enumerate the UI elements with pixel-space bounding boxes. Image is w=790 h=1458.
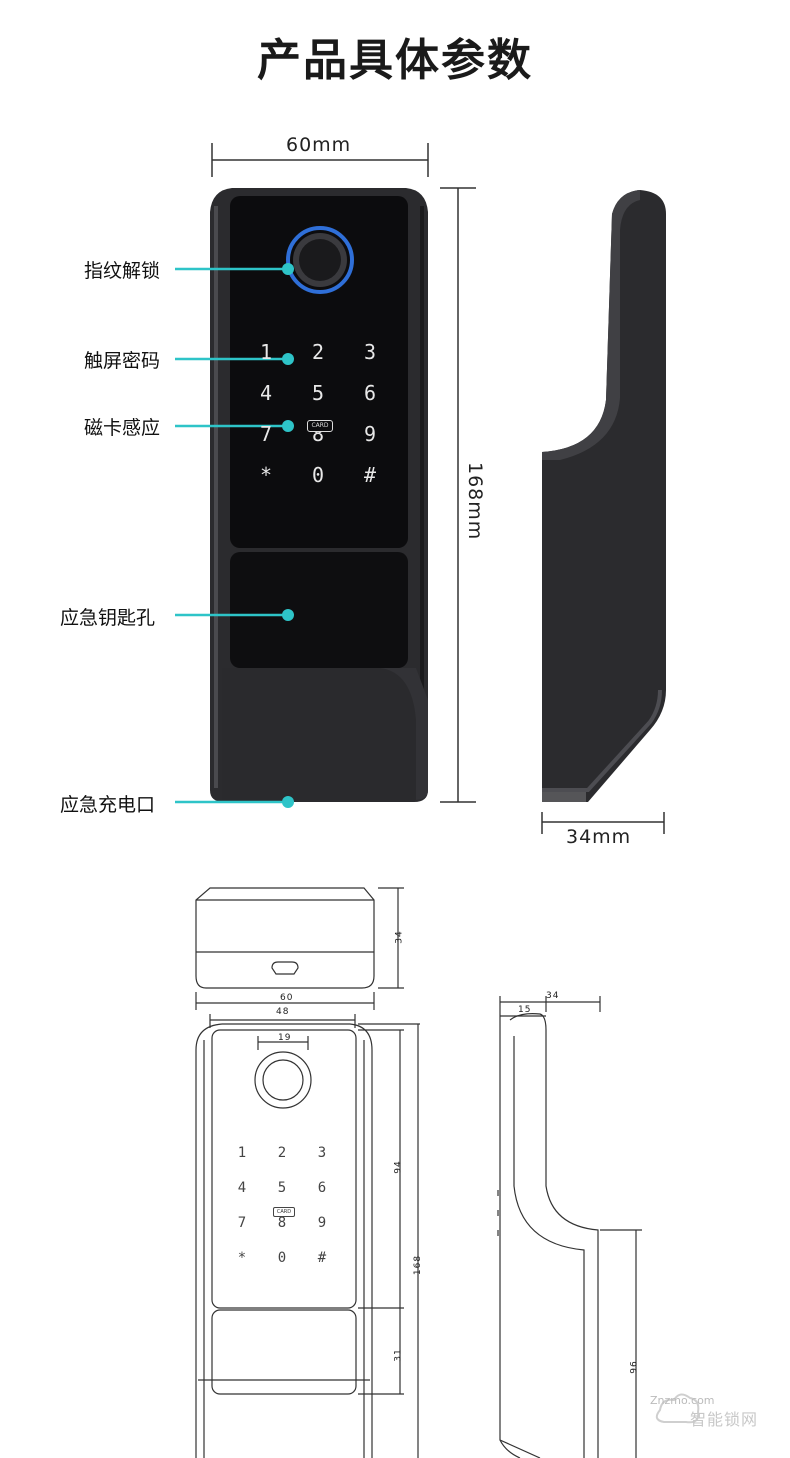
callout-dot-key [282,609,294,621]
lock-front-view [210,188,428,802]
watermark-logo [655,1393,700,1424]
callout-card: 磁卡感应 [84,417,161,439]
keypad-key: 5 [311,381,325,405]
keypad-key: 3 [363,340,377,364]
callout-lines [175,267,288,804]
height-dimension [440,187,476,803]
keypad-key: # [363,463,377,487]
lock-key-panel [230,552,408,668]
keypad-key: 8 [277,1215,287,1231]
fingerprint-ring [286,226,354,294]
keypad-key: 0 [277,1250,287,1266]
drawing-side-view [497,996,642,1458]
callout-dots [282,263,294,808]
keypad-key: 9 [363,422,377,446]
callout-dot-touch [282,353,294,365]
drawing-top-view [195,887,404,1010]
keypad-key: 0 [311,463,325,487]
watermark-small: Znzmo.com [650,1394,715,1407]
keypad-key: 5 [277,1180,287,1196]
dim-face-width: 48 [276,1007,290,1017]
keypad-key: 1 [237,1145,247,1161]
keypad-key: 6 [363,381,377,405]
callout-key: 应急钥匙孔 [60,607,156,629]
keypad-key: * [237,1250,247,1266]
callout-fingerprint: 指纹解锁 [84,260,161,282]
keypad-key: 7 [259,422,273,446]
dim-key-height: 31 [393,1348,404,1362]
dim-depth: 34mm [566,826,632,848]
keypad-key: 2 [311,340,325,364]
keypad-key: 6 [317,1180,327,1196]
dim-top-width: 60 [280,993,294,1003]
card-badge: CARD [307,420,333,432]
width-dimension [211,143,429,177]
callout-dot-card [282,420,294,432]
lock-top-panel [230,196,408,548]
keypad-key: # [317,1250,327,1266]
keypad-key: 9 [317,1215,327,1231]
side-body [542,190,666,802]
dim-height: 168mm [464,462,486,541]
card-badge-drawing: CARD [273,1207,295,1217]
drawing-front-view [195,1014,420,1458]
keypad-key: 2 [277,1145,287,1161]
callout-dot-fingerprint [282,263,294,275]
dim-width: 60mm [286,134,352,156]
keypad-key: 3 [317,1145,327,1161]
dim-side-lower: 96 [629,1360,640,1374]
callout-dot-charge [282,796,294,808]
dim-finger: 19 [278,1033,292,1043]
watermark-large: 智能锁网 [690,1410,759,1429]
keypad-key: 7 [237,1215,247,1231]
keypad-key: 4 [259,381,273,405]
depth-dimension [541,812,665,834]
keypad-key: 4 [237,1180,247,1196]
dim-total-height: 168 [413,1254,424,1276]
keypad-key: 1 [259,340,273,364]
dim-side-depth: 34 [546,991,560,1001]
lock-side-view [542,190,666,802]
fingerprint-sensor [299,239,341,281]
callout-charge: 应急充电口 [60,794,156,816]
callout-touch: 触屏密码 [84,350,161,372]
keypad-key: * [259,463,273,487]
keypad-drawing: 1 2 3 4 5 6 7 8 9 * 0 # [222,1145,342,1285]
page-title: 产品具体参数 [257,35,533,86]
dim-top-depth: 34 [394,930,405,944]
dim-side-upper: 15 [518,1005,532,1015]
dim-panel-height: 94 [393,1160,404,1174]
